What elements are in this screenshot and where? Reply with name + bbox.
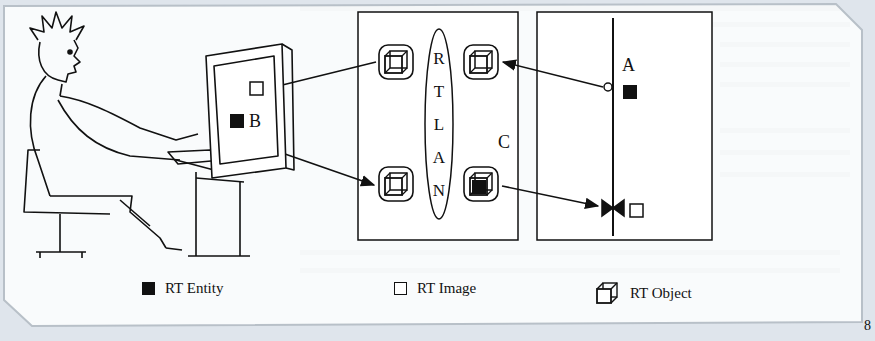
callout-letter: A: [622, 55, 635, 76]
sensor: [604, 83, 612, 91]
rt-object: [464, 167, 498, 201]
rt-object: [379, 167, 413, 201]
rt-object: [379, 45, 413, 79]
legend-text: RT Object: [630, 285, 692, 302]
network-box: [358, 12, 518, 240]
bus-label: RTLAN: [431, 42, 448, 207]
rt-entity-square: [623, 85, 637, 99]
slide-frame: [4, 4, 862, 326]
valve-symbol: [602, 200, 624, 216]
legend-swatch: [142, 282, 155, 295]
network-bus: RTLAN: [424, 28, 454, 220]
operator-illustration: [24, 12, 294, 258]
pipe: [612, 18, 614, 236]
legend-item: RT Object: [594, 280, 692, 306]
callout-letter: B: [249, 111, 261, 132]
rt-image-square: [250, 82, 263, 95]
legend-text: RT Image: [417, 280, 476, 297]
rt-entity-square: [230, 114, 244, 128]
legend-cube-icon: [594, 280, 620, 306]
arrow: [502, 186, 598, 206]
legend-text: RT Entity: [165, 280, 223, 297]
rt-image-square: [630, 204, 643, 217]
legend-item: RT Entity: [142, 280, 223, 297]
page-number: 8: [864, 318, 871, 334]
plant-box: [537, 12, 712, 240]
rt-entity-square: [472, 180, 486, 194]
rt-object: [464, 45, 498, 79]
legend-swatch: [394, 282, 407, 295]
arrow: [503, 62, 603, 87]
legend-item: RT Image: [394, 280, 476, 297]
callout-letter: C: [498, 132, 510, 153]
